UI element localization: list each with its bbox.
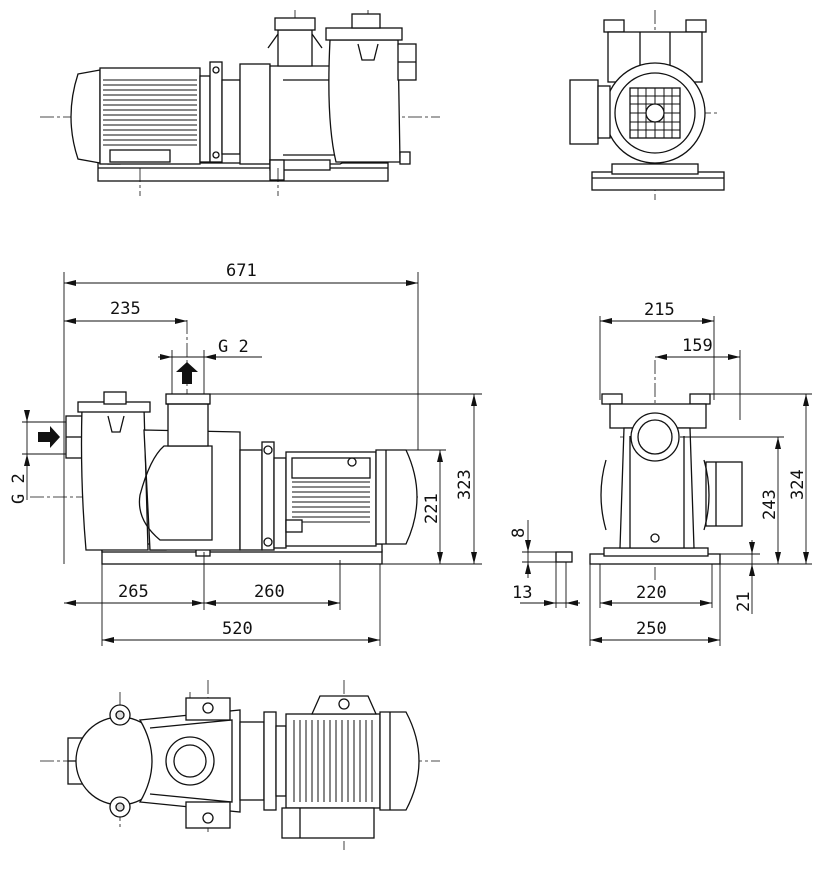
plan-view	[40, 680, 440, 850]
fan-grid	[630, 88, 680, 138]
dim-base-length: 520	[222, 619, 253, 639]
outlet-arrow-icon	[176, 362, 198, 384]
front-view-top	[40, 10, 440, 196]
dim-inlet-offset: 235	[110, 299, 141, 319]
motor-fins-top	[103, 79, 197, 146]
inlet-arrow-icon	[38, 426, 60, 448]
side-dimensions: 215 159 324 243 8 13 220	[509, 300, 812, 646]
dim-base-width-inner: 220	[636, 583, 667, 603]
dim-foot-right: 260	[254, 582, 285, 602]
dim-base-thickness: 21	[734, 592, 754, 612]
dim-side-axis-height: 243	[760, 489, 780, 520]
dim-outlet-thread: G 2	[218, 337, 249, 357]
motor-fins-main	[292, 481, 370, 523]
side-view-main	[555, 360, 780, 580]
dim-shaft-height: 221	[422, 493, 442, 524]
dim-side-mid-width: 159	[682, 336, 713, 356]
dim-overall-height: 323	[455, 469, 475, 500]
dim-foot-left: 265	[118, 582, 149, 602]
dim-side-top-width: 215	[644, 300, 675, 320]
front-dimensions: 671 235 G 2 G 2 323 221 265 260	[9, 261, 482, 646]
dim-overall-length: 671	[226, 261, 257, 281]
front-view-main	[30, 320, 420, 565]
dim-side-height: 324	[788, 469, 808, 500]
dim-base-width-outer: 250	[636, 619, 667, 639]
dim-slot-depth: 13	[512, 583, 532, 603]
dim-inlet-thread: G 2	[9, 473, 29, 504]
dim-slot-width: 8	[509, 528, 529, 538]
motor-fins-plan	[293, 720, 373, 802]
end-view-top	[569, 10, 725, 200]
